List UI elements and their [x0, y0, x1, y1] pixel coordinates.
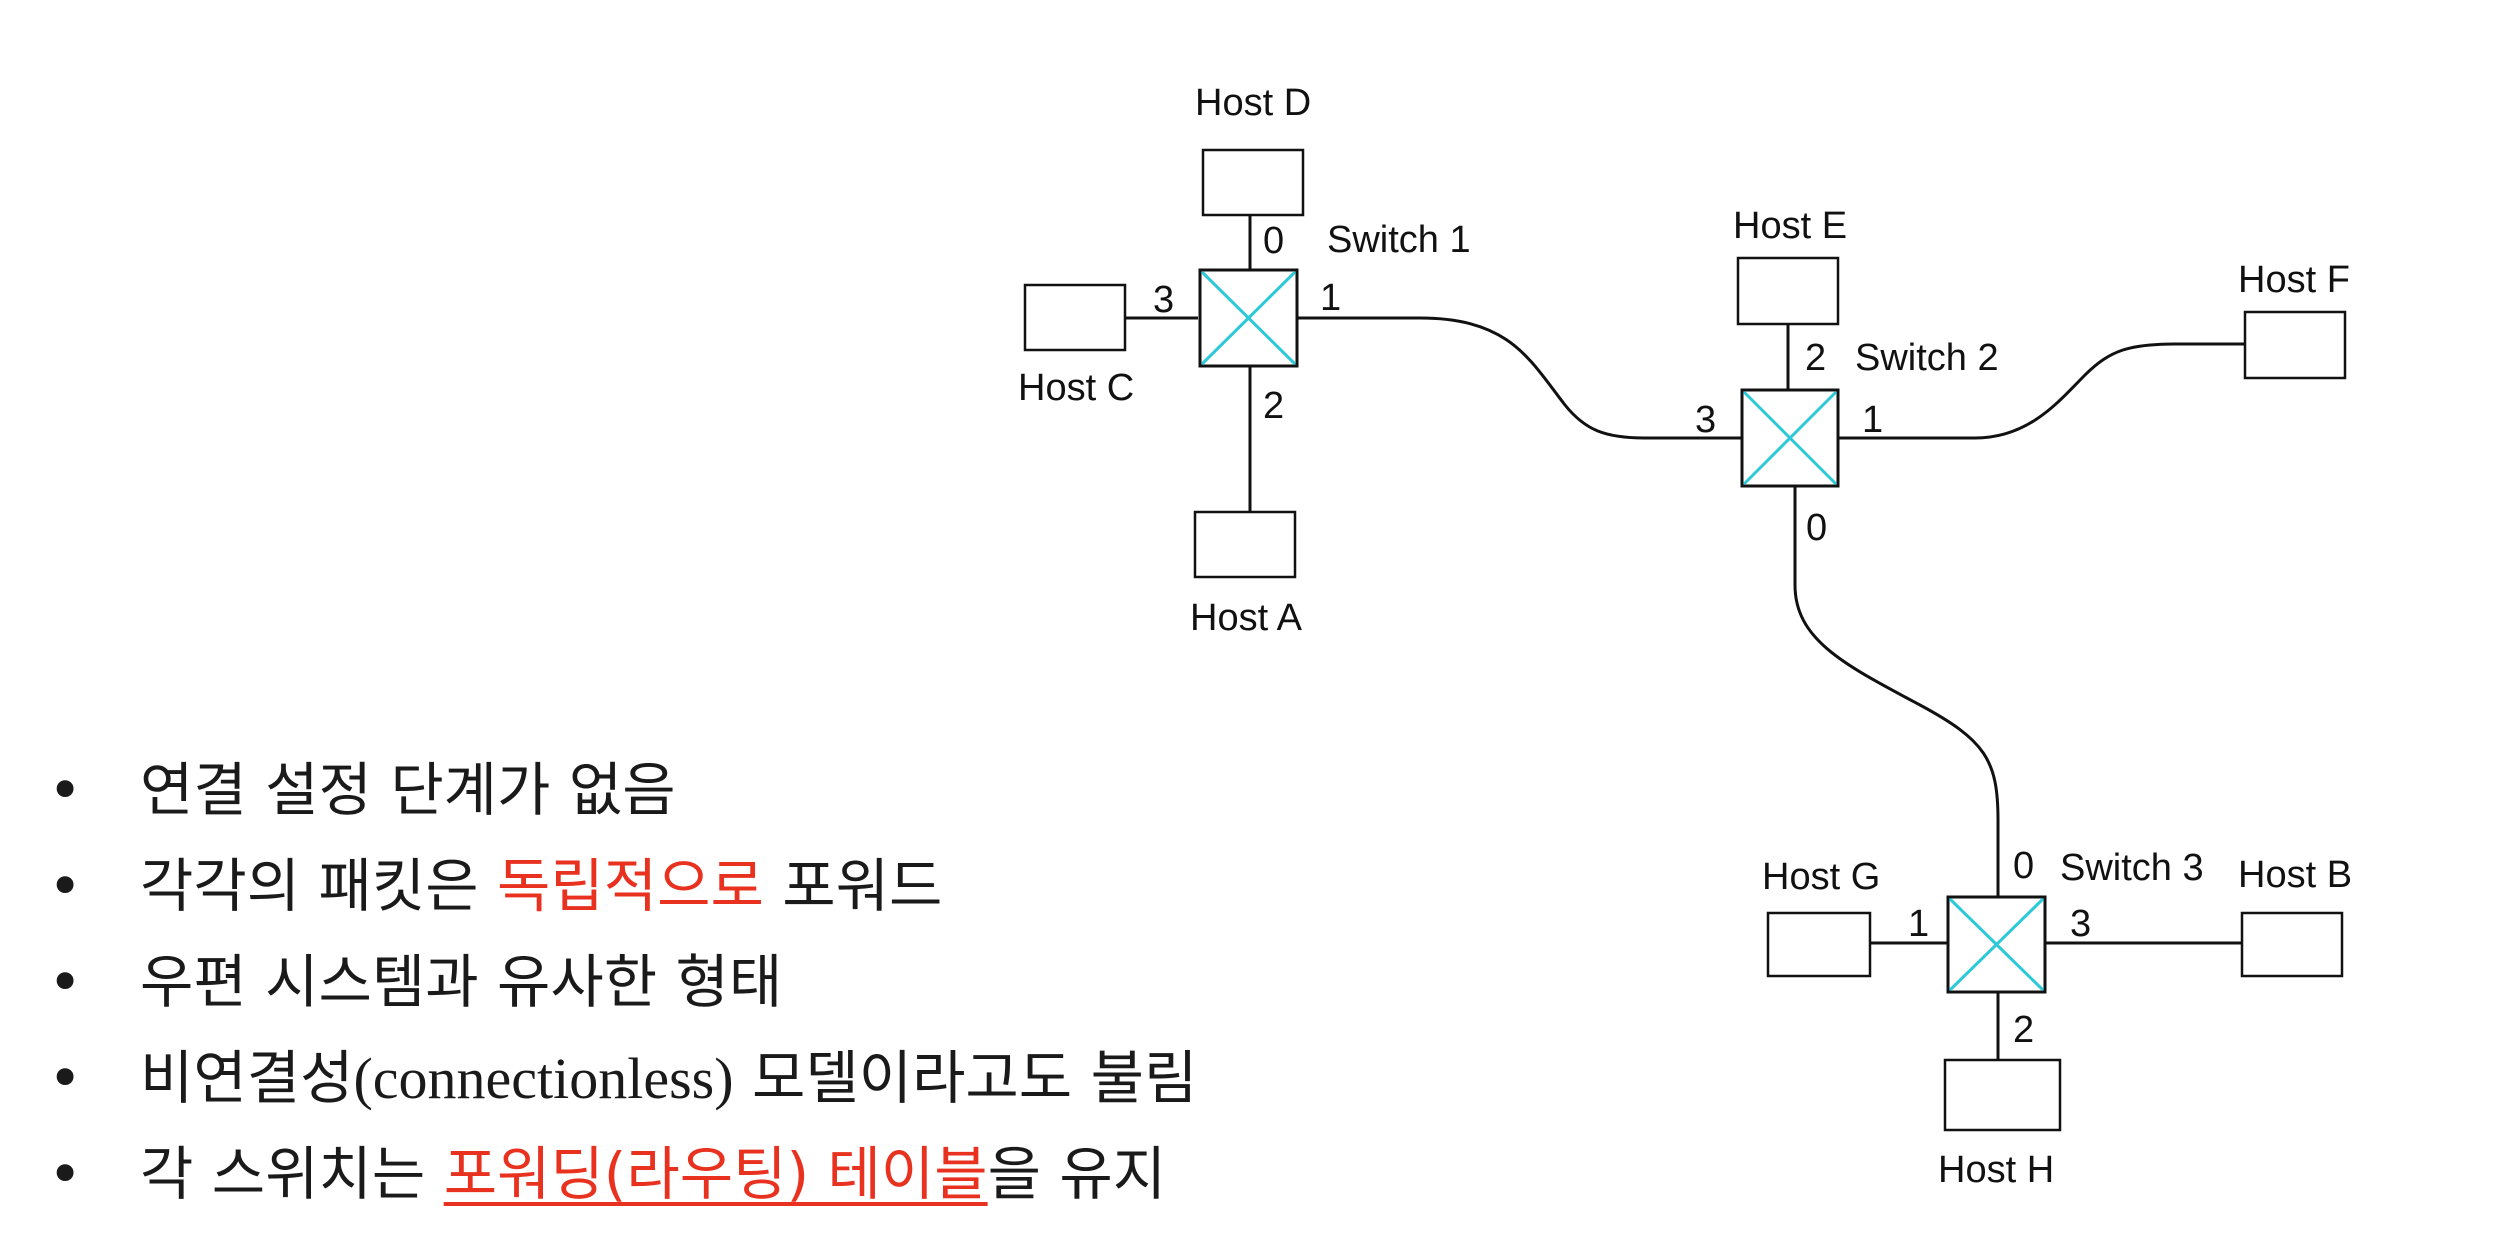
- bullet-item: • 연결 설정 단계가 없음: [40, 742, 1197, 838]
- switch-3-port-1: 1: [1908, 903, 1929, 945]
- host-h: Host H: [1938, 1058, 2062, 1191]
- switch-2-port-2: 2: [1805, 337, 1826, 379]
- host-e: Host E: [1733, 205, 1847, 326]
- bullet-text: 연결 설정 단계가 없음: [140, 756, 676, 824]
- host-c-box: [1023, 283, 1127, 352]
- host-f-label: Host F: [2238, 259, 2350, 301]
- bullet-text-before: 비연결성: [140, 1044, 354, 1112]
- bullet-dot: •: [48, 948, 83, 1016]
- link-switch2-hostf: [1838, 342, 2245, 440]
- switch-2-cross-b: [1742, 390, 1838, 486]
- bullet-item: • 우편 시스템과 유사한 형태: [40, 934, 1197, 1030]
- switch-3-label: Switch 3: [2060, 847, 2204, 889]
- host-b: Host B: [2238, 854, 2352, 978]
- switch-3: Switch 3 0 1 2 3: [1908, 845, 2204, 1051]
- switch-3-cross-b: [1948, 897, 2045, 992]
- bullet-text-serif: (connectionless): [353, 1046, 734, 1111]
- host-d-label: Host D: [1195, 82, 1311, 124]
- bullet-item: • 각각의 패킷은 독립적으로 포워드: [40, 838, 1197, 934]
- switch-1-port-1: 1: [1320, 277, 1341, 319]
- switch-1-port-3: 3: [1153, 279, 1174, 321]
- bullet-text-after: 을 유지: [987, 1140, 1167, 1208]
- host-d-box: [1201, 148, 1305, 217]
- host-f-box: [2243, 310, 2347, 380]
- bullet-highlight: 독립적으로: [497, 852, 764, 920]
- bullet-dot: •: [48, 852, 83, 920]
- bullet-text: 우편 시스템과 유사한 형태: [140, 948, 783, 1016]
- bullet-list: • 연결 설정 단계가 없음 • 각각의 패킷은 독립적으로 포워드 • 우편 …: [40, 742, 1197, 1222]
- host-a: Host A: [1190, 510, 1303, 639]
- switch-2-port-1: 1: [1862, 399, 1883, 441]
- host-f: Host F: [2238, 259, 2350, 380]
- host-e-label: Host E: [1733, 205, 1847, 247]
- host-h-box: [1943, 1058, 2062, 1132]
- host-g-box: [1766, 911, 1872, 978]
- switch-1-label: Switch 1: [1327, 219, 1471, 261]
- switch-2-port-0: 0: [1806, 507, 1827, 549]
- bullet-text-after: 포워드: [763, 852, 943, 920]
- host-h-label: Host H: [1938, 1149, 2054, 1191]
- switch-2-port-3: 3: [1695, 399, 1716, 441]
- bullet-text-after: 모델이라고도 불림: [733, 1044, 1198, 1112]
- switch-1: Switch 1 0 1 2 3: [1153, 219, 1471, 427]
- switch-3-port-3: 3: [2070, 903, 2091, 945]
- bullet-dot: •: [48, 1140, 83, 1208]
- host-a-box: [1193, 510, 1297, 579]
- link-switch1-switch2: [1297, 316, 1742, 440]
- switch-1-port-0: 0: [1263, 220, 1284, 262]
- host-c-label: Host C: [1018, 367, 1134, 409]
- bullet-dot: •: [48, 756, 83, 824]
- switch-2-label: Switch 2: [1855, 337, 1999, 379]
- switch-3-port-0: 0: [2013, 845, 2034, 887]
- host-g: Host G: [1762, 856, 1880, 978]
- switch-2: Switch 2 0 1 2 3: [1695, 337, 1999, 549]
- bullet-text-before: 각 스위치는: [140, 1140, 444, 1208]
- switch-1-port-2: 2: [1263, 385, 1284, 427]
- host-c: Host C: [1018, 283, 1134, 409]
- bullet-highlight-underlined: 포워딩(라우팅) 테이블: [443, 1140, 988, 1208]
- host-b-box: [2240, 911, 2344, 978]
- switch-1-cross-b: [1200, 270, 1297, 366]
- host-b-label: Host B: [2238, 854, 2352, 896]
- bullet-item: • 비연결성(connectionless) 모델이라고도 불림: [40, 1030, 1197, 1126]
- link-switch2-switch3: [1793, 486, 2000, 897]
- host-g-label: Host G: [1762, 856, 1880, 898]
- host-a-label: Host A: [1190, 597, 1303, 639]
- bullet-text-before: 각각의 패킷은: [140, 852, 498, 920]
- host-d: Host D: [1195, 82, 1311, 217]
- switch-3-port-2: 2: [2013, 1009, 2034, 1051]
- bullet-dot: •: [48, 1044, 83, 1112]
- host-e-box: [1736, 256, 1840, 326]
- bullet-item: • 각 스위치는 포워딩(라우팅) 테이블을 유지: [40, 1126, 1197, 1222]
